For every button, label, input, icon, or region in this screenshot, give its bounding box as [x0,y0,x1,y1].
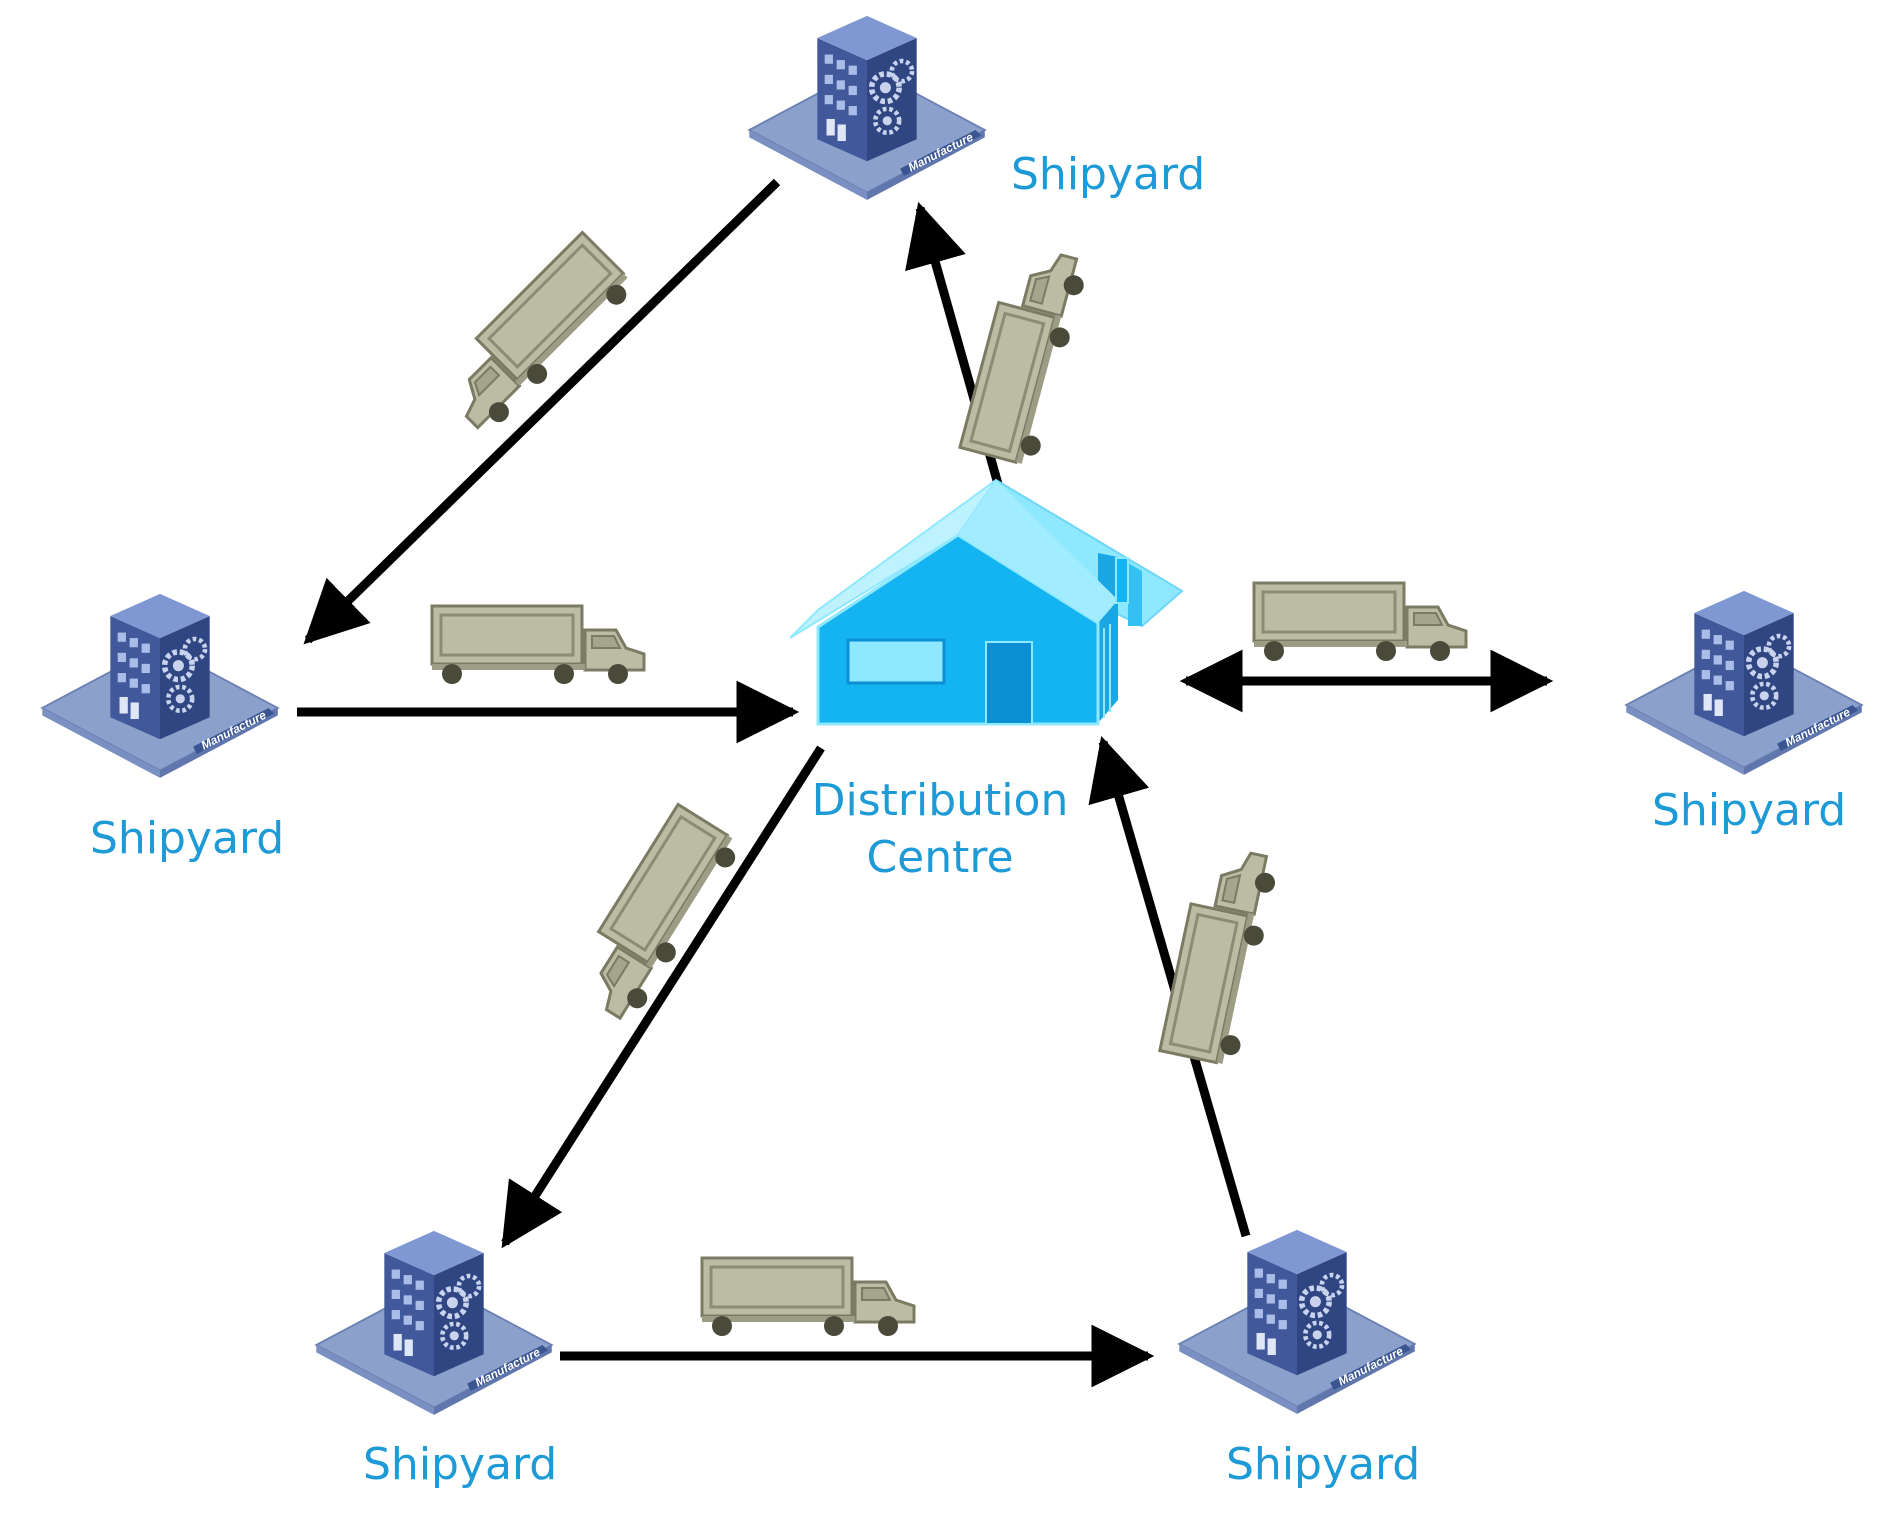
label-shipyard-bottom-left: Shipyard [363,1439,558,1490]
delivery-truck-icon [430,230,640,440]
label-distribution-centre-line2: Centre [866,832,1014,884]
factory-building-icon [1626,591,1862,775]
delivery-truck-icon [958,241,1092,469]
delivery-truck-icon [1158,841,1282,1069]
delivery-truck-icon [430,604,646,686]
label-shipyard-top: Shipyard [1011,149,1206,200]
warehouse-house-icon [789,478,1184,726]
arrow-distribution-centre-to-shipyard-bottom-left [501,745,825,1249]
delivery-truck-icon [1252,581,1468,663]
factory-building-icon [749,16,985,200]
label-distribution-centre-line1: Distribution [811,775,1069,826]
factory-building-icon [1179,1230,1415,1414]
label-distribution-centre: Distribution Centre [800,772,1080,886]
arrow-shipyard-top-to-shipyard-left [303,178,781,645]
factory-building-icon [316,1231,552,1415]
factory-building-icon [42,594,278,778]
label-shipyard-left: Shipyard [90,813,285,864]
delivery-truck-icon [700,1256,916,1338]
label-shipyard-bottom-right: Shipyard [1226,1439,1421,1490]
label-shipyard-right: Shipyard [1652,785,1847,836]
